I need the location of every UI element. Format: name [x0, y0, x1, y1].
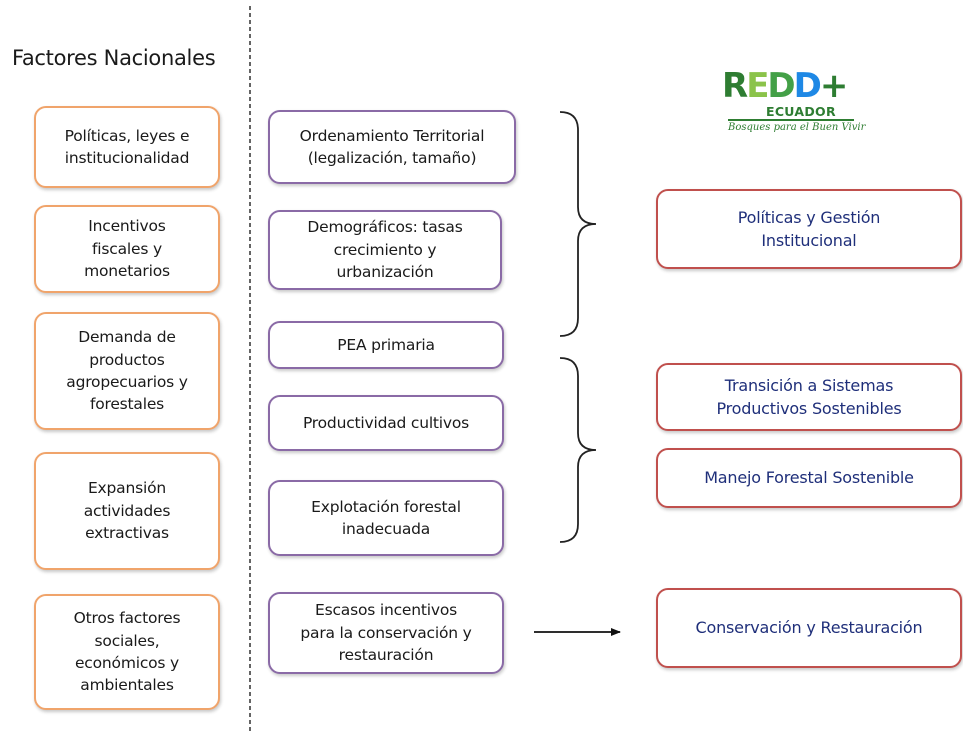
driver-box: PEA primaria [268, 321, 504, 369]
national-factor-box: Políticas, leyes e institucionalidad [34, 106, 220, 188]
strategy-label: Manejo Forestal Sostenible [704, 468, 914, 488]
logo-country: ECUADOR [766, 104, 836, 119]
logo-letter: E [746, 66, 769, 106]
strategy-label: Transición a Sistemas Productivos Sosten… [716, 375, 902, 418]
logo-letter: + [819, 66, 849, 106]
driver-box: Productividad cultivos [268, 395, 504, 451]
driver-label: Escasos incentivos para la conservación … [300, 601, 472, 665]
national-factor-label: Incentivos fiscales y monetarios [84, 217, 170, 281]
logo-letter: D [793, 66, 822, 106]
national-factor-box: Otros factores sociales, económicos y am… [34, 594, 220, 710]
driver-box: Ordenamiento Territorial (legalización, … [268, 110, 516, 184]
page-title: Factores Nacionales [12, 46, 216, 70]
driver-box: Escasos incentivos para la conservación … [268, 592, 504, 674]
national-factor-label: Expansión actividades extractivas [83, 479, 171, 543]
national-factor-box: Demanda de productos agropecuarios y for… [34, 312, 220, 430]
upper-brace [559, 111, 597, 337]
lower-brace [559, 357, 597, 543]
logo-letter: D [767, 66, 795, 106]
driver-box: Demográficos: tasas crecimiento y urbani… [268, 210, 502, 290]
strategy-box: Políticas y Gestión Institucional [656, 189, 962, 269]
redd-ecuador-logo: REDD+ ECUADOR Bosques para el Buen Vivir [722, 68, 866, 148]
national-factor-box: Expansión actividades extractivas [34, 452, 220, 570]
logo-tagline: Bosques para el Buen Vivir [728, 122, 866, 133]
driver-label: Productividad cultivos [302, 413, 470, 432]
national-factor-label: Demanda de productos agropecuarios y for… [66, 328, 188, 414]
national-factor-label: Políticas, leyes e institucionalidad [64, 126, 190, 167]
logo-wordmark: REDD+ [722, 68, 848, 104]
national-factor-box: Incentivos fiscales y monetarios [34, 205, 220, 293]
driver-label: PEA primaria [337, 335, 435, 354]
strategy-box: Transición a Sistemas Productivos Sosten… [656, 363, 962, 431]
national-factor-label: Otros factores sociales, económicos y am… [73, 609, 181, 695]
driver-box: Explotación forestal inadecuada [268, 480, 504, 556]
strategy-label: Conservación y Restauración [695, 618, 923, 638]
driver-label: Ordenamiento Territorial (legalización, … [299, 126, 485, 167]
strategy-label: Políticas y Gestión Institucional [737, 207, 881, 250]
driver-label: Explotación forestal inadecuada [311, 497, 461, 538]
logo-letter: R [722, 66, 748, 106]
logo-rule [728, 119, 854, 121]
driver-label: Demográficos: tasas crecimiento y urbani… [307, 218, 463, 282]
strategy-box: Conservación y Restauración [656, 588, 962, 668]
strategy-box: Manejo Forestal Sostenible [656, 448, 962, 508]
